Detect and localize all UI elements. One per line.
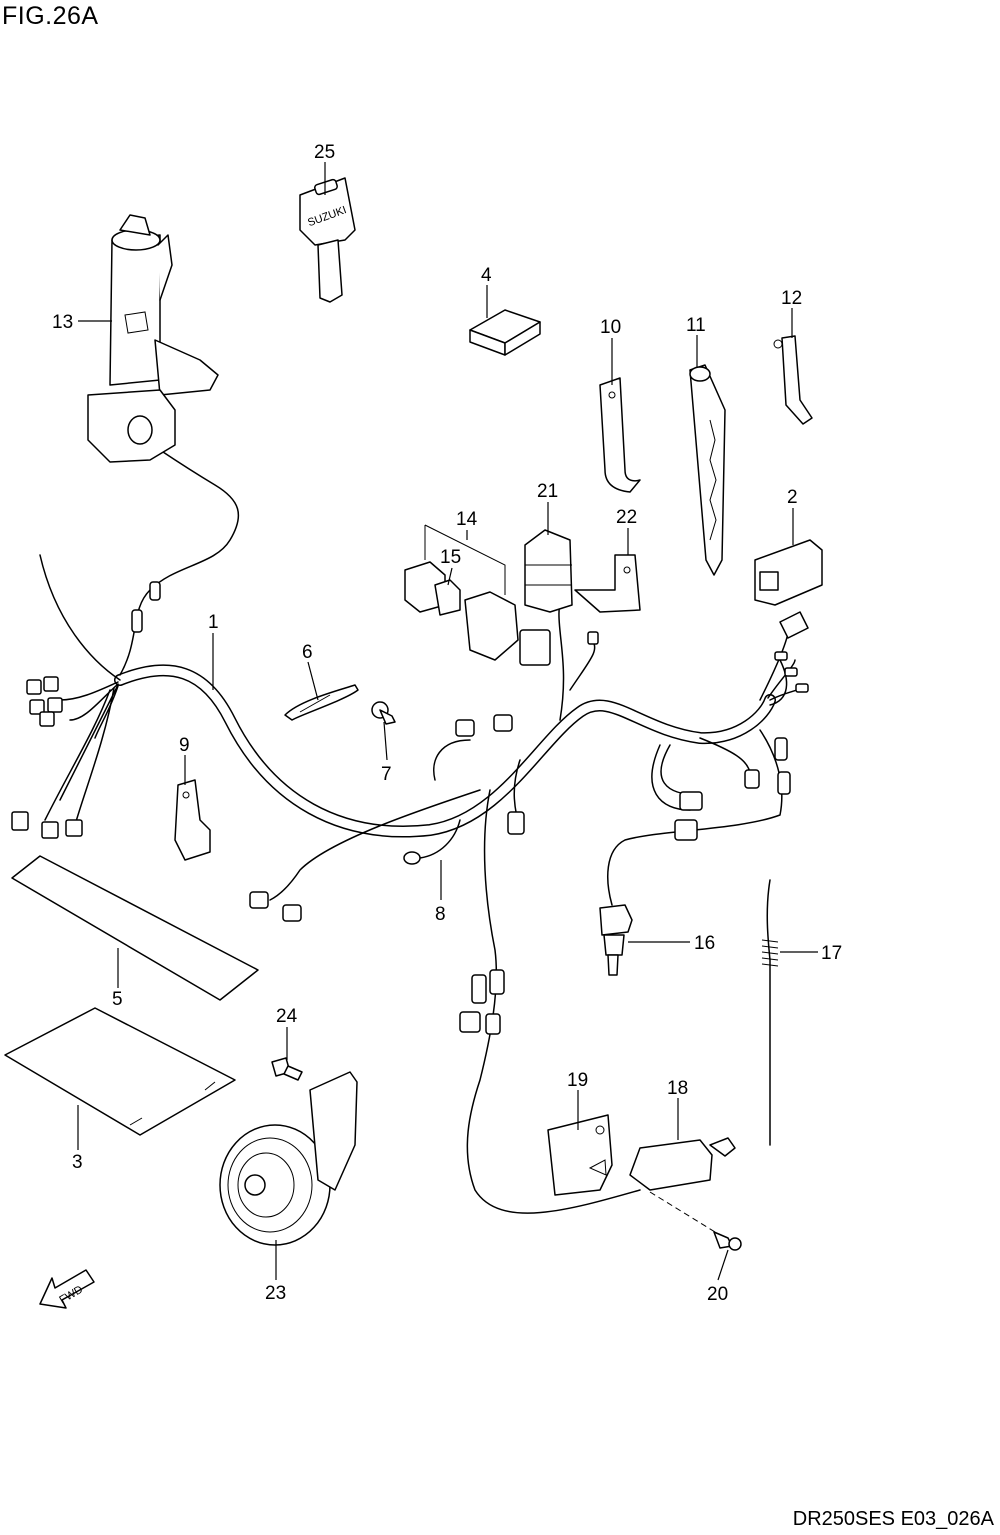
callout-7: 7: [381, 764, 392, 785]
horn: [219, 1071, 358, 1246]
clamp-12: [773, 335, 813, 425]
bracket-10: [599, 377, 641, 493]
callout-24: 24: [276, 1006, 298, 1027]
ignition-key: SUZUKI: [299, 177, 356, 303]
callout-21: 21: [537, 481, 558, 502]
callout-11: 11: [686, 315, 706, 336]
callout-18: 18: [667, 1078, 688, 1099]
cable-17: [761, 879, 779, 1146]
callout-2: 2: [787, 487, 798, 508]
direction-arrow: FWD: [39, 1269, 95, 1309]
figure-title: FIG.26A: [2, 2, 99, 30]
callout-25: 25: [314, 142, 335, 163]
callout-20: 20: [707, 1284, 728, 1305]
clamp-9: [174, 779, 211, 861]
ground-terminal: [403, 851, 421, 865]
callout-14: 14: [456, 509, 478, 530]
callout-3: 3: [72, 1152, 83, 1173]
relay-bracket-22: [574, 554, 641, 613]
callout-15: 15: [440, 547, 461, 568]
brake-switch: [629, 1137, 736, 1191]
callout-19: 19: [567, 1070, 588, 1091]
relay-21: [524, 529, 573, 613]
plate-3: [4, 1007, 236, 1136]
callout-13: 13: [52, 312, 73, 333]
cable-tie: [689, 364, 726, 576]
callout-10: 10: [600, 317, 621, 338]
callout-labels: 25 4 10 11 12 13 21 22 2 14 15 1 6 7 9 8…: [52, 142, 842, 1305]
clamp-6: [284, 684, 359, 721]
callout-23: 23: [265, 1283, 286, 1304]
coupler-2: [754, 539, 823, 639]
callout-8: 8: [435, 904, 446, 925]
callout-5: 5: [112, 989, 123, 1010]
ignition-switch: [87, 214, 219, 463]
callout-1: 1: [208, 612, 219, 633]
leader-lines: [77, 162, 818, 1281]
switch-bracket: [547, 1114, 613, 1196]
callout-12: 12: [781, 288, 802, 309]
figure-code: DR250SES E03_026A: [792, 1508, 994, 1530]
callout-22: 22: [616, 507, 637, 528]
callout-4: 4: [481, 265, 492, 286]
coupler-group-14: [404, 524, 551, 666]
bolt-24: [271, 1057, 303, 1081]
callout-17: 17: [821, 943, 842, 964]
screw-7: [371, 701, 396, 725]
callout-16: 16: [694, 933, 715, 954]
screw-20: [649, 1191, 742, 1251]
callout-6: 6: [302, 642, 313, 663]
sensor-16: [599, 904, 633, 976]
callout-9: 9: [179, 735, 190, 756]
heat-shield: [11, 855, 259, 1001]
harness-connectors: [11, 581, 809, 1035]
rubber-pad: [469, 309, 541, 356]
